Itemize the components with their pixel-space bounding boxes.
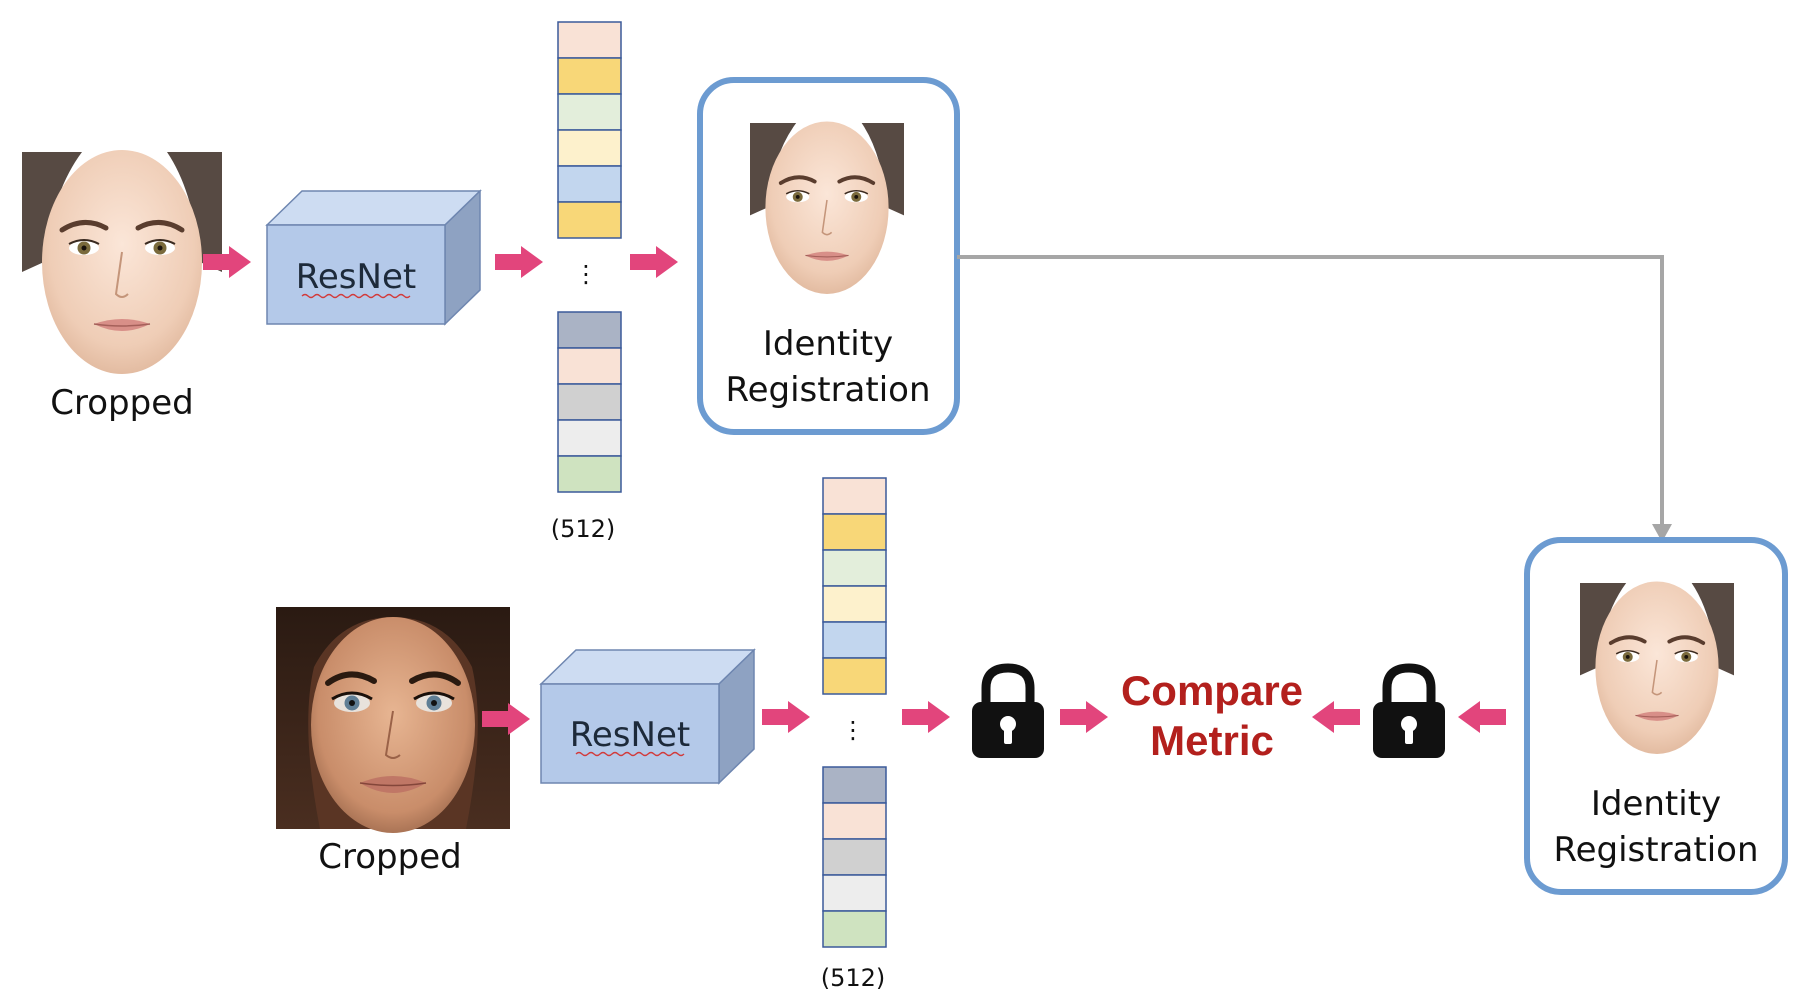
bottom-identity-registration-card: Identity Registration bbox=[1524, 537, 1788, 895]
top-embedding-cell-5 bbox=[557, 165, 622, 203]
bottom-embedding-lower-cell-2 bbox=[822, 802, 887, 840]
top-embedding-lower-cell-4 bbox=[557, 419, 622, 457]
bottom-registration-label-line1: Identity bbox=[1591, 784, 1721, 824]
lock-to-compare-left-arrow-icon bbox=[1312, 701, 1360, 733]
bottom-embedding-lower-cell-3 bbox=[822, 838, 887, 876]
bottom-input-face-image bbox=[276, 607, 510, 833]
top-embedding-lower-cell-2 bbox=[557, 347, 622, 385]
bottom-embedding-cell-6 bbox=[822, 657, 887, 695]
top-embedding-vector bbox=[557, 21, 622, 239]
top-embedding-cell-1 bbox=[557, 21, 622, 59]
top-arrow-to-registration-icon bbox=[630, 246, 678, 278]
top-registration-face-image bbox=[748, 119, 906, 296]
top-input-face-image bbox=[22, 150, 222, 374]
bottom-embedding-cell-3 bbox=[822, 549, 887, 587]
bottom-registration-label-line2: Registration bbox=[1553, 830, 1758, 870]
left-lock-icon bbox=[972, 668, 1044, 758]
top-embedding-cell-6 bbox=[557, 201, 622, 239]
bottom-resnet-spellcheck-underline bbox=[575, 751, 685, 757]
top-embedding-lower-cell-3 bbox=[557, 383, 622, 421]
bottom-resnet-label: ResNet bbox=[570, 715, 690, 755]
top-resnet-block: ResNet bbox=[265, 189, 482, 326]
top-input-label: Cropped bbox=[50, 383, 193, 423]
bottom-embedding-cell-2 bbox=[822, 513, 887, 551]
bottom-arrow-to-embedding-icon bbox=[762, 701, 810, 733]
bottom-embedding-vector-lower bbox=[822, 766, 887, 948]
bottom-resnet-block: ResNet bbox=[539, 648, 756, 785]
top-embedding-lower-cell-5 bbox=[557, 455, 622, 493]
bottom-arrow-to-lock-icon bbox=[902, 701, 950, 733]
compare-metric-line2: Metric bbox=[1150, 717, 1274, 764]
top-embedding-cell-3 bbox=[557, 93, 622, 131]
bottom-embedding-dim-label: (512) bbox=[821, 964, 886, 992]
top-arrow-to-embedding-icon bbox=[495, 246, 543, 278]
right-lock-icon bbox=[1373, 668, 1445, 758]
top-registration-label-line2: Registration bbox=[725, 370, 930, 410]
bottom-embedding-ellipsis: ⋮ bbox=[841, 716, 865, 744]
registration-to-lock-left-arrow-icon bbox=[1458, 701, 1506, 733]
registration-connector bbox=[957, 255, 1672, 542]
top-embedding-ellipsis: ⋮ bbox=[574, 260, 598, 288]
compare-metric-line1: Compare bbox=[1121, 667, 1303, 714]
bottom-embedding-cell-1 bbox=[822, 477, 887, 515]
bottom-embedding-cell-4 bbox=[822, 585, 887, 623]
top-resnet-label: ResNet bbox=[296, 257, 416, 297]
bottom-embedding-cell-5 bbox=[822, 621, 887, 659]
bottom-embedding-lower-cell-1 bbox=[822, 766, 887, 804]
top-embedding-lower-cell-1 bbox=[557, 311, 622, 349]
bottom-registration-face-image bbox=[1578, 579, 1736, 756]
top-identity-registration-card: Identity Registration bbox=[697, 77, 960, 435]
top-resnet-spellcheck-underline bbox=[301, 293, 411, 299]
lock-to-compare-arrow-icon bbox=[1060, 701, 1108, 733]
top-embedding-vector-lower bbox=[557, 311, 622, 493]
top-registration-label-line1: Identity bbox=[763, 324, 893, 364]
bottom-input-label: Cropped bbox=[318, 837, 461, 877]
bottom-embedding-lower-cell-4 bbox=[822, 874, 887, 912]
top-embedding-cell-2 bbox=[557, 57, 622, 95]
top-embedding-dim-label: (512) bbox=[551, 515, 616, 543]
top-embedding-cell-4 bbox=[557, 129, 622, 167]
bottom-embedding-lower-cell-5 bbox=[822, 910, 887, 948]
bottom-embedding-vector bbox=[822, 477, 887, 695]
connector-arrowhead-icon bbox=[1652, 524, 1672, 542]
